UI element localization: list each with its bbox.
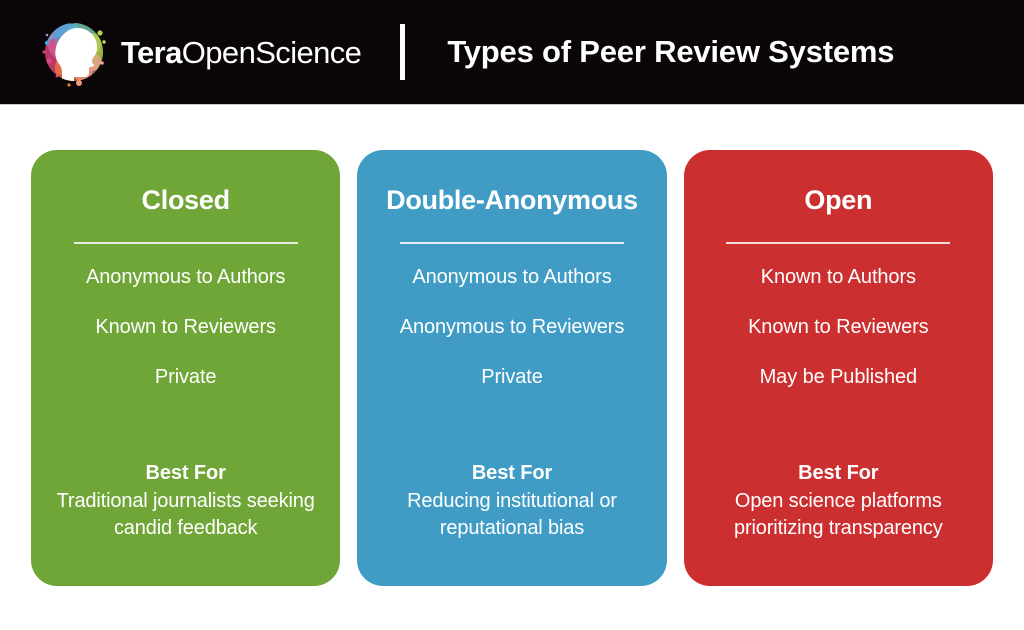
- card-attribute: Known to Authors: [760, 265, 916, 288]
- brand-lockup[interactable]: TeraOpenScience: [38, 16, 362, 88]
- page-header: TeraOpenScience Types of Peer Review Sys…: [0, 0, 1024, 105]
- card-attribute-list: Anonymous to Authors Anonymous to Review…: [375, 266, 648, 388]
- card-title: Closed: [141, 185, 231, 215]
- brand-wordmark: TeraOpenScience: [121, 34, 362, 70]
- card-attribute: Private: [154, 365, 217, 388]
- card-double-anonymous[interactable]: Double-Anonymous Anonymous to Authors An…: [357, 150, 667, 586]
- peer-review-types-card-group: Closed Anonymous to Authors Known to Rev…: [31, 150, 993, 586]
- card-best-for-text: Traditional journalists seeking candid f…: [56, 490, 315, 539]
- brain-network-head-logo-icon: [38, 16, 110, 88]
- vertical-rule-icon: [400, 24, 406, 80]
- card-best-for-block: Best For Traditional journalists seeking…: [49, 462, 322, 542]
- card-attribute: Anonymous to Authors: [412, 265, 612, 288]
- card-best-for-block: Best For Open science platforms prioriti…: [702, 462, 975, 542]
- card-divider: [73, 241, 298, 244]
- card-best-for-text: Open science platforms prioritizing tran…: [734, 490, 943, 539]
- card-best-for-label: Best For: [798, 462, 879, 484]
- card-attribute: Anonymous to Authors: [86, 265, 286, 288]
- card-best-for-label: Best For: [145, 462, 226, 484]
- card-attribute-list: Anonymous to Authors Known to Reviewers …: [49, 266, 322, 388]
- card-best-for-text: Reducing institutional or reputational b…: [407, 490, 617, 539]
- page-title: Types of Peer Review Systems: [447, 34, 895, 69]
- card-closed[interactable]: Closed Anonymous to Authors Known to Rev…: [31, 150, 341, 586]
- brand-wordmark-bold: Tera: [121, 34, 182, 70]
- card-divider: [399, 241, 625, 244]
- card-divider: [726, 241, 951, 244]
- card-best-for-label: Best For: [471, 462, 553, 484]
- card-attribute: Anonymous to Reviewers: [399, 315, 625, 338]
- card-open[interactable]: Open Known to Authors Known to Reviewers…: [683, 150, 993, 586]
- card-title: Open: [804, 185, 873, 215]
- card-attribute: Known to Reviewers: [748, 315, 929, 338]
- card-attribute: Known to Reviewers: [95, 315, 276, 338]
- card-title: Double-Anonymous: [386, 185, 638, 215]
- card-attribute: Private: [481, 365, 543, 388]
- card-attribute: May be Published: [759, 365, 918, 388]
- card-attribute-list: Known to Authors Known to Reviewers May …: [702, 266, 975, 388]
- card-best-for-block: Best For Reducing institutional or reput…: [375, 462, 648, 542]
- brand-wordmark-regular: OpenScience: [181, 34, 362, 70]
